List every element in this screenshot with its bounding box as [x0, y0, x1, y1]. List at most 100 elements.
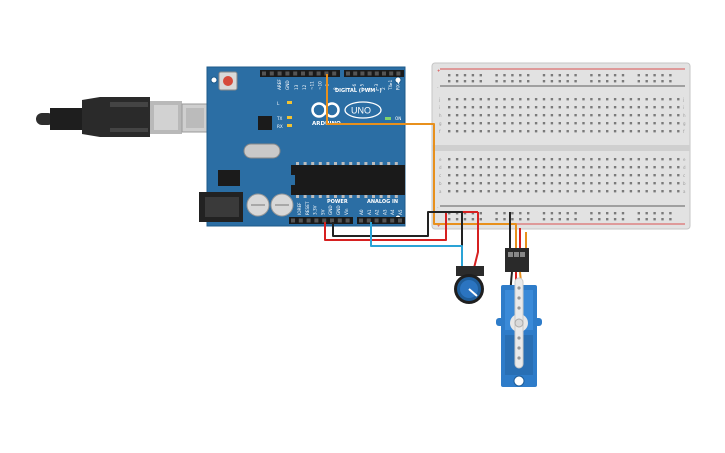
- breadboard-rail-hole[interactable]: [542, 212, 546, 215]
- breadboard-rail-hole[interactable]: [558, 212, 561, 215]
- breadboard-rail-hole[interactable]: [590, 218, 593, 221]
- breadboard-rail-hole[interactable]: [471, 212, 475, 215]
- header-hole[interactable]: [262, 71, 266, 76]
- breadboard-hole[interactable]: [542, 174, 546, 177]
- breadboard-rail-hole[interactable]: [550, 80, 554, 83]
- breadboard-rail-hole[interactable]: [527, 218, 530, 221]
- breadboard-rail-hole[interactable]: [621, 212, 625, 215]
- breadboard-rail-hole[interactable]: [448, 212, 451, 215]
- breadboard-hole[interactable]: [542, 122, 546, 125]
- breadboard-hole[interactable]: [463, 166, 467, 169]
- wire-gnd-black[interactable]: [332, 211, 463, 252]
- breadboard-hole[interactable]: [637, 114, 640, 117]
- breadboard-hole[interactable]: [637, 174, 640, 177]
- header-hole[interactable]: [337, 218, 342, 223]
- header-hole[interactable]: [322, 218, 327, 223]
- breadboard-hole[interactable]: [669, 106, 672, 109]
- breadboard-rail-hole[interactable]: [590, 212, 593, 215]
- breadboard-rail-hole[interactable]: [448, 80, 451, 83]
- breadboard-rail-hole[interactable]: [613, 218, 617, 221]
- breadboard-hole[interactable]: [527, 158, 530, 161]
- breadboard-rail-hole[interactable]: [637, 80, 640, 83]
- breadboard-hole[interactable]: [542, 98, 546, 101]
- breadboard-hole[interactable]: [637, 98, 640, 101]
- breadboard-hole[interactable]: [448, 98, 451, 101]
- breadboard-rail-hole[interactable]: [495, 74, 498, 77]
- breadboard-hole[interactable]: [455, 130, 459, 133]
- breadboard-hole[interactable]: [534, 122, 538, 125]
- breadboard-hole[interactable]: [455, 98, 459, 101]
- breadboard-hole[interactable]: [455, 182, 459, 185]
- breadboard-hole[interactable]: [487, 106, 490, 109]
- breadboard-hole[interactable]: [566, 190, 569, 193]
- breadboard-hole[interactable]: [582, 98, 585, 101]
- breadboard-rail-hole[interactable]: [637, 218, 640, 221]
- breadboard-hole[interactable]: [495, 114, 498, 117]
- breadboard-hole[interactable]: [574, 122, 577, 125]
- breadboard-rail-hole[interactable]: [613, 80, 617, 83]
- header-hole[interactable]: [314, 218, 319, 223]
- breadboard-hole[interactable]: [448, 122, 451, 125]
- arduino-board[interactable]: ARDUINO UNO L TX RX ON DIGITAL (PWM~) 13…: [199, 66, 406, 227]
- breadboard-hole[interactable]: [574, 158, 577, 161]
- breadboard-hole[interactable]: [606, 166, 609, 169]
- breadboard-hole[interactable]: [629, 158, 633, 161]
- breadboard-hole[interactable]: [566, 98, 569, 101]
- breadboard-hole[interactable]: [558, 106, 561, 109]
- breadboard-hole[interactable]: [613, 158, 617, 161]
- breadboard-rail-hole[interactable]: [590, 80, 593, 83]
- breadboard-hole[interactable]: [448, 182, 451, 185]
- breadboard-hole[interactable]: [629, 130, 633, 133]
- breadboard-rail-hole[interactable]: [448, 218, 451, 221]
- breadboard-hole[interactable]: [590, 158, 593, 161]
- breadboard-hole[interactable]: [598, 122, 601, 125]
- breadboard-rail-hole[interactable]: [503, 80, 506, 83]
- breadboard-hole[interactable]: [487, 166, 490, 169]
- breadboard-hole[interactable]: [479, 130, 482, 133]
- breadboard-rail-hole[interactable]: [527, 74, 530, 77]
- breadboard-rail-hole[interactable]: [558, 80, 561, 83]
- breadboard-hole[interactable]: [606, 158, 609, 161]
- breadboard-hole[interactable]: [527, 106, 530, 109]
- breadboard-rail-hole[interactable]: [574, 74, 577, 77]
- breadboard-rail-hole[interactable]: [661, 212, 664, 215]
- breadboard-hole[interactable]: [669, 174, 672, 177]
- breadboard-hole[interactable]: [637, 106, 640, 109]
- breadboard-hole[interactable]: [566, 106, 569, 109]
- breadboard-hole[interactable]: [455, 190, 459, 193]
- breadboard-hole[interactable]: [463, 130, 467, 133]
- breadboard-hole[interactable]: [621, 122, 625, 125]
- breadboard-rail-hole[interactable]: [511, 80, 514, 83]
- breadboard-hole[interactable]: [511, 166, 514, 169]
- header-hole[interactable]: [346, 71, 350, 76]
- header-hole[interactable]: [298, 218, 303, 223]
- breadboard-rail-hole[interactable]: [463, 80, 467, 83]
- breadboard-hole[interactable]: [661, 122, 664, 125]
- breadboard-hole[interactable]: [661, 166, 664, 169]
- breadboard-hole[interactable]: [558, 122, 561, 125]
- breadboard-hole[interactable]: [463, 190, 467, 193]
- breadboard-rail-hole[interactable]: [471, 74, 475, 77]
- breadboard-hole[interactable]: [503, 98, 506, 101]
- breadboard-hole[interactable]: [487, 98, 490, 101]
- breadboard-hole[interactable]: [503, 122, 506, 125]
- breadboard-rail-hole[interactable]: [503, 218, 506, 221]
- breadboard-rail-hole[interactable]: [479, 218, 482, 221]
- breadboard-hole[interactable]: [574, 182, 577, 185]
- header-hole[interactable]: [285, 71, 290, 76]
- breadboard-hole[interactable]: [637, 190, 640, 193]
- breadboard-hole[interactable]: [448, 174, 451, 177]
- breadboard-hole[interactable]: [590, 130, 593, 133]
- breadboard-hole[interactable]: [511, 158, 514, 161]
- breadboard-hole[interactable]: [558, 98, 561, 101]
- breadboard-rail-hole[interactable]: [503, 74, 506, 77]
- breadboard-rail-hole[interactable]: [527, 212, 530, 215]
- breadboard-rail-hole[interactable]: [637, 212, 640, 215]
- breadboard-hole[interactable]: [503, 182, 506, 185]
- breadboard-hole[interactable]: [479, 106, 482, 109]
- breadboard-hole[interactable]: [574, 166, 577, 169]
- breadboard-hole[interactable]: [471, 174, 475, 177]
- breadboard-hole[interactable]: [455, 114, 459, 117]
- breadboard-hole[interactable]: [582, 182, 585, 185]
